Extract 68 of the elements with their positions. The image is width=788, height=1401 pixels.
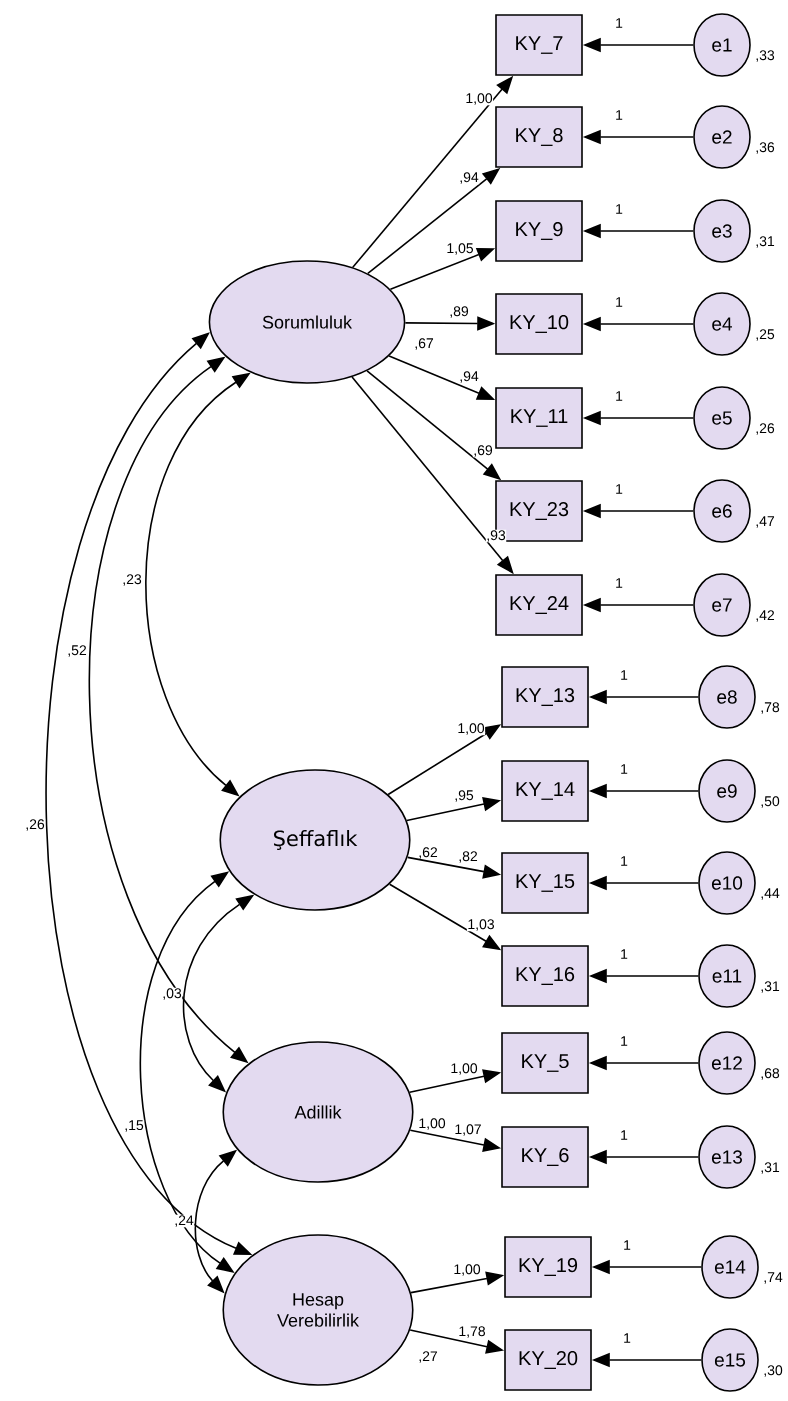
variance-label: ,33	[756, 50, 775, 62]
edge-label: 1	[619, 948, 629, 960]
edge-label: ,89	[448, 305, 470, 319]
edge-label: 1	[622, 1239, 632, 1251]
edge-label: 1	[619, 1035, 629, 1047]
indicator-box: KY_11	[495, 387, 583, 449]
edge-label: 1	[619, 855, 629, 867]
variance-label: ,78	[761, 702, 780, 714]
indicator-box: KY_7	[495, 14, 583, 76]
edge-label: 1,07	[453, 1123, 483, 1137]
variance-label: ,67	[415, 338, 434, 350]
indicator-box: KY_5	[501, 1032, 589, 1094]
edge-label: ,95	[453, 789, 475, 803]
variance-label: ,47	[756, 516, 775, 528]
indicator-box: KY_24	[495, 574, 583, 636]
indicator-box: KY_19	[504, 1236, 592, 1298]
edge-label: 1	[619, 669, 629, 681]
edge-label: 1,78	[457, 1325, 487, 1339]
edge-label: ,23	[121, 573, 143, 587]
edge-label: 1	[622, 1332, 632, 1344]
edge-label: 1,03	[466, 918, 496, 932]
indicator-box: KY_10	[495, 293, 583, 355]
variance-label: ,30	[764, 1365, 783, 1377]
variance-label: ,62	[419, 847, 438, 859]
edge-label: 1,05	[445, 242, 475, 256]
edge-label: 1	[614, 390, 624, 402]
variance-label: ,27	[419, 1351, 438, 1363]
edge-label: 1,00	[449, 1062, 479, 1076]
indicator-box: KY_13	[501, 666, 589, 728]
variance-label: ,68	[761, 1068, 780, 1080]
edge-label: 1	[614, 203, 624, 215]
variance-label: ,74	[764, 1272, 783, 1284]
edge-label: 1	[614, 577, 624, 589]
edge-label: 1	[614, 296, 624, 308]
variance-label: ,42	[756, 610, 775, 622]
variance-label: ,25	[756, 329, 775, 341]
edge-label: 1,00	[452, 1263, 482, 1277]
indicator-box: KY_6	[501, 1126, 589, 1188]
indicator-box: KY_8	[495, 106, 583, 168]
indicator-box: KY_14	[501, 760, 589, 822]
variance-label: ,44	[761, 888, 780, 900]
edge-label: ,82	[457, 850, 479, 864]
variance-label: ,36	[756, 142, 775, 154]
edge-label: ,94	[458, 171, 480, 185]
edge-label: 1	[614, 17, 624, 29]
edge-label: ,69	[472, 444, 494, 458]
edge-label: ,15	[123, 1119, 145, 1133]
edge-label: ,52	[66, 644, 88, 658]
variance-label: ,50	[761, 796, 780, 808]
edge-label: ,24	[173, 1214, 195, 1228]
variance-label: ,31	[756, 236, 775, 248]
indicator-box: KY_20	[504, 1329, 592, 1391]
edge-label: ,94	[458, 370, 480, 384]
indicator-box: KY_15	[501, 852, 589, 914]
variance-label: 1,00	[419, 1118, 446, 1130]
edge-label: 1	[619, 1129, 629, 1141]
edge-label: ,26	[24, 818, 46, 832]
variance-label: ,26	[756, 423, 775, 435]
edge-label: 1,00	[456, 722, 486, 736]
indicator-box: KY_16	[501, 945, 589, 1007]
edge-label: ,03	[161, 987, 183, 1001]
edge-label: 1	[614, 483, 624, 495]
indicator-box: KY_9	[495, 200, 583, 262]
variance-label: ,31	[761, 981, 780, 993]
edge-label: 1	[614, 109, 624, 121]
variance-label: ,31	[761, 1162, 780, 1174]
edge-label: 1	[619, 763, 629, 775]
edge-label: 1,00	[464, 92, 494, 106]
